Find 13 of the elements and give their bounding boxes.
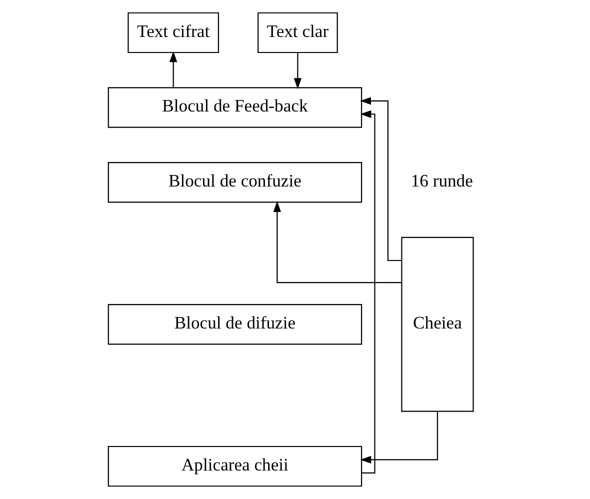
arrow [293, 52, 302, 90]
node-box: Blocul de difuzie [107, 304, 362, 345]
node-box: Blocul de Feed-back [107, 87, 362, 128]
node-box: Blocul de confuzie [107, 162, 362, 203]
arrow [168, 51, 177, 88]
arrow [360, 110, 375, 474]
label: 16 runde [410, 170, 472, 191]
node-box: Cheiea [400, 236, 474, 412]
node-box: Text cifrat [127, 12, 219, 54]
arrow [272, 200, 401, 284]
arrow [360, 412, 438, 464]
node-box: Aplicarea cheii [107, 446, 362, 487]
node-box: Text clar [257, 12, 338, 54]
